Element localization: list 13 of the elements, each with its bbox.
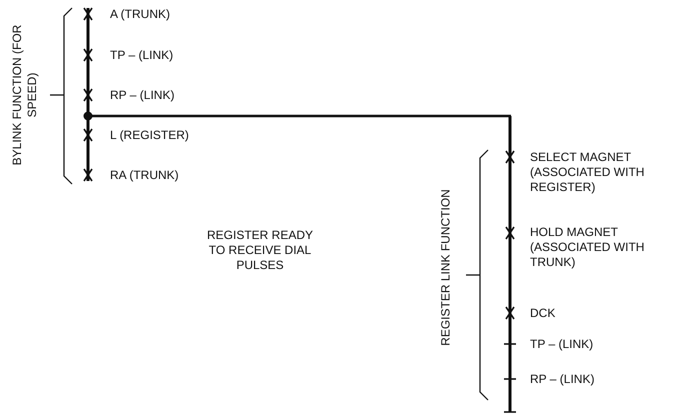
- note-text: REGISTER READY TO RECEIVE DIAL PULSES: [206, 228, 314, 273]
- relay-label: TP – (LINK): [530, 337, 594, 352]
- relay-label: SELECT MAGNET (ASSOCIATED WITH REGISTER): [530, 150, 646, 195]
- bracket-label: BYLINK FUNCTION (FOR SPEED): [10, 24, 40, 168]
- relay-label: RP – (LINK): [530, 372, 596, 387]
- relay-label: A (TRUNK): [110, 7, 171, 22]
- relay-label: DCK: [530, 306, 556, 321]
- relay-label: L (REGISTER): [110, 128, 190, 143]
- relay-label: TP – (LINK): [110, 48, 174, 63]
- relay-label: RP – (LINK): [110, 88, 176, 103]
- bracket-label: REGISTER LINK FUNCTION: [438, 188, 454, 348]
- relay-label: HOLD MAGNET (ASSOCIATED WITH TRUNK): [530, 225, 646, 270]
- relay-label: RA (TRUNK): [110, 168, 180, 183]
